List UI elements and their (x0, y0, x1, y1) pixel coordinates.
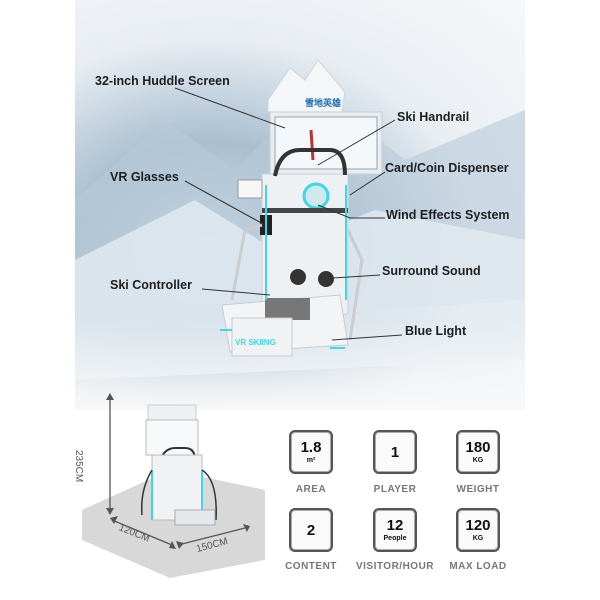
machine-logo: 雪地英雄 (305, 97, 341, 108)
callout-wind-effects: Wind Effects System (386, 208, 510, 222)
spec-player-box: 1 (373, 430, 417, 474)
spec-label: WEIGHT (456, 484, 500, 495)
ski-handrail (273, 148, 347, 177)
callout-card-dispenser: Card/Coin Dispenser (385, 161, 509, 175)
base-logo: VR SKIING (235, 338, 276, 347)
spec-value: 2 (306, 521, 316, 539)
spec-value: 120 (465, 517, 491, 534)
dimension-height: 235CM (73, 450, 84, 483)
callout-huddle-screen: 32-inch Huddle Screen (95, 74, 230, 88)
callout-vr-glasses: VR Glasses (110, 170, 179, 184)
spec-label: VISITOR/HOUR (355, 561, 435, 572)
callout-ski-controller: Ski Controller (110, 278, 192, 292)
spec-label: CONTENT (285, 561, 337, 572)
callout-ski-handrail: Ski Handrail (397, 110, 470, 124)
spec-unit: KG (472, 457, 484, 464)
callout-lines (174, 87, 403, 341)
spec-value: 180 (465, 439, 491, 456)
spec-unit: m² (306, 457, 316, 464)
callout-blue-light: Blue Light (405, 324, 467, 338)
spec-value: 12 (386, 517, 404, 534)
tablet (237, 179, 263, 199)
spec-label: AREA (295, 484, 327, 495)
callout-surround-sound: Surround Sound (382, 264, 481, 278)
spec-unit: People (383, 535, 407, 542)
vr-ski-machine: 雪地英雄 VR SKIING (220, 59, 383, 357)
spec-unit: KG (472, 535, 484, 542)
spec-label: PLAYER (373, 484, 417, 495)
spec-value: 1.8 (300, 439, 322, 456)
spec-content-box: 2 (289, 508, 333, 552)
spec-value: 1 (390, 443, 400, 461)
spec-label: MAX LOAD (449, 561, 507, 572)
